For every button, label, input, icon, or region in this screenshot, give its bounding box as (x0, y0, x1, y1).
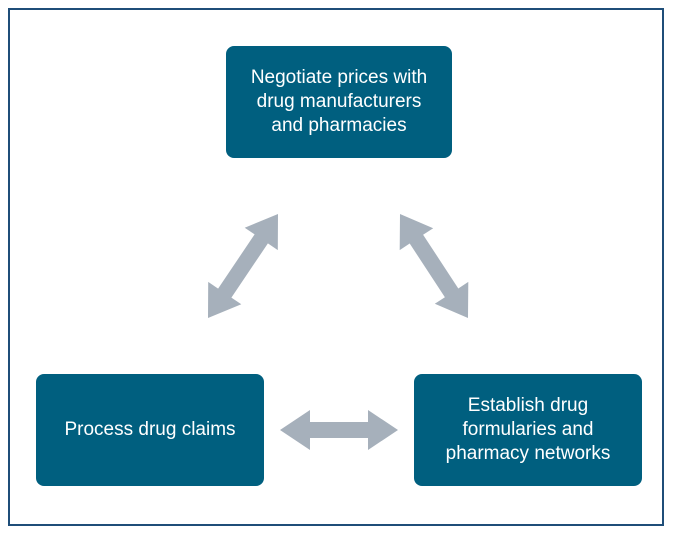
node-process-claims: Process drug claims (36, 374, 264, 486)
arrow-negotiate-process (208, 214, 278, 318)
node-negotiate-label: Negotiate prices with drug manufacturers… (250, 66, 428, 137)
node-process-label: Process drug claims (64, 418, 236, 440)
node-negotiate-prices: Negotiate prices with drug manufacturers… (226, 46, 452, 158)
node-establish-formularies: Establish drug formularies and pharmacy … (414, 374, 642, 486)
arrow-process-establish (280, 410, 398, 450)
arrow-negotiate-establish (399, 214, 469, 318)
node-establish-label: Establish drug formularies and pharmacy … (445, 394, 611, 465)
